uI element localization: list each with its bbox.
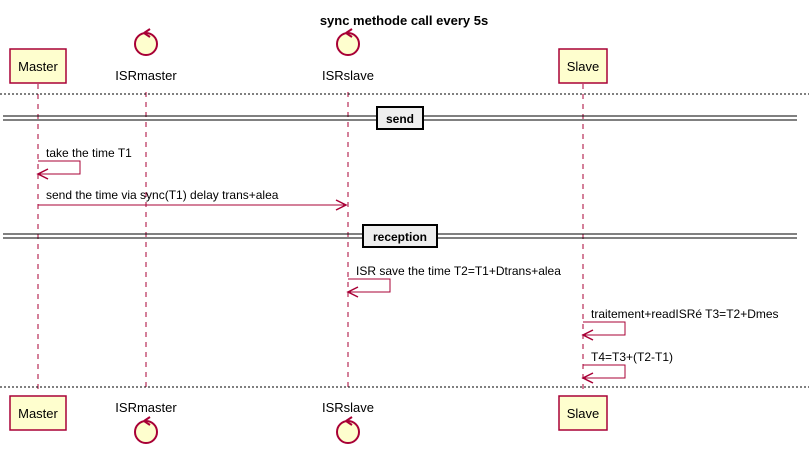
arrow-head-icon: [581, 329, 594, 341]
participant-label: Slave: [567, 59, 600, 74]
section-label-box: [362, 224, 438, 248]
message-label: traitement+readISRé T3=T2+Dmes: [591, 307, 779, 321]
control-icon: [336, 416, 360, 444]
message-label: T4=T3+(T2-T1): [591, 350, 673, 364]
participant-label: ISRmaster: [115, 68, 177, 83]
participant-slave-top: Slave: [558, 48, 608, 84]
section-label: reception: [373, 230, 427, 244]
participant-box: [9, 48, 67, 84]
message-send-time-sync: send the time via sync(T1) delay trans+a…: [38, 188, 348, 211]
participant-label: ISRslave: [322, 68, 374, 83]
message-arrow: [38, 160, 81, 175]
section-divider-send: send: [3, 106, 797, 130]
message-arrow: [583, 364, 626, 379]
participant-slave-bottom: Slave: [558, 395, 608, 431]
control-icon: [134, 416, 158, 444]
arrow-head-icon: [36, 168, 49, 180]
participant-master-bottom: Master: [9, 395, 67, 431]
control-icon: [336, 28, 360, 56]
arrow-head-icon: [335, 199, 348, 211]
section-label-box: [376, 106, 424, 130]
message-label: ISR save the time T2=T1+Dtrans+alea: [356, 264, 561, 278]
message-arrow: [348, 278, 391, 293]
participant-box: [558, 395, 608, 431]
message-t4: T4=T3+(T2-T1): [581, 350, 673, 384]
message-take-time-t1: take the time T1: [36, 146, 132, 180]
arrow-head-icon: [346, 286, 359, 298]
participant-box: [9, 395, 67, 431]
diagram-title: sync methode call every 5s: [320, 13, 488, 28]
arrow-head-icon: [581, 372, 594, 384]
participant-isrslave-top: ISRslave: [322, 28, 374, 83]
section-divider-reception: reception: [3, 224, 797, 248]
participant-label: ISRslave: [322, 400, 374, 415]
message-arrow: [583, 321, 626, 336]
participant-master-top: Master: [9, 48, 67, 84]
participant-isrmaster-bottom: ISRmaster: [115, 400, 177, 444]
message-isr-save-time: ISR save the time T2=T1+Dtrans+alea: [346, 264, 561, 298]
message-label: send the time via sync(T1) delay trans+a…: [46, 188, 279, 202]
control-icon: [134, 28, 158, 56]
message-traitement: traitement+readISRé T3=T2+Dmes: [581, 307, 779, 341]
participant-label: Master: [18, 406, 58, 421]
participant-label: Master: [18, 59, 58, 74]
participant-box: [558, 48, 608, 84]
participant-label: Slave: [567, 406, 600, 421]
participant-label: ISRmaster: [115, 400, 177, 415]
section-label: send: [386, 112, 414, 126]
participant-isrmaster-top: ISRmaster: [115, 28, 177, 83]
message-label: take the time T1: [46, 146, 132, 160]
participant-isrslave-bottom: ISRslave: [322, 400, 374, 444]
